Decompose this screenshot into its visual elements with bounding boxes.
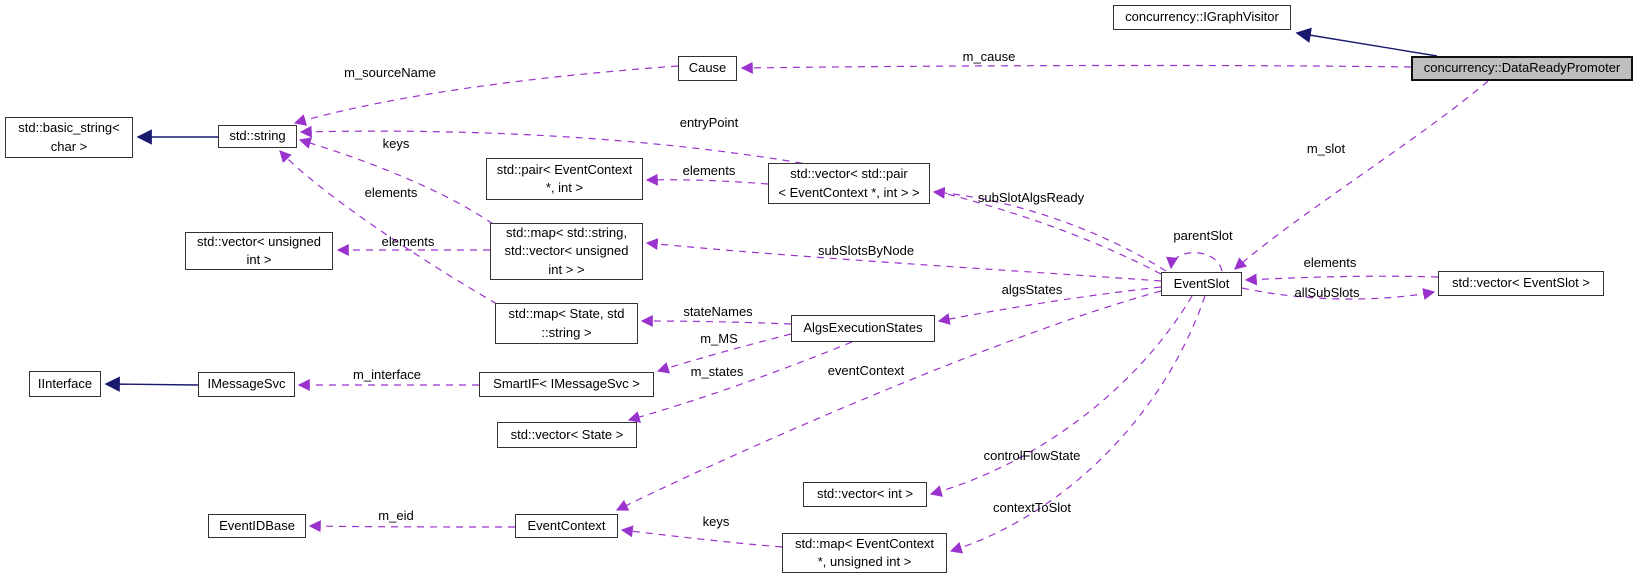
edge-entrypoint bbox=[299, 125, 1162, 275]
edge-inherit-imessagesvc-iinterface bbox=[104, 376, 199, 392]
node-vector-unsigned-int[interactable]: std::vector< unsigned int > bbox=[185, 232, 333, 270]
edge-label-m-sourcename: m_sourceName bbox=[344, 65, 436, 80]
edge-m-ms bbox=[656, 333, 792, 374]
node-std-basic-string[interactable]: std::basic_string< char > bbox=[5, 117, 133, 158]
edge-elements-vector-pair bbox=[645, 173, 769, 186]
edge-elements-map-state-string bbox=[279, 150, 498, 305]
edge-algsstates bbox=[937, 286, 1162, 325]
node-datareadypromoter[interactable]: concurrency::DataReadyPromoter bbox=[1411, 56, 1633, 81]
edge-keys-map-string bbox=[298, 137, 494, 225]
node-eventslot[interactable]: EventSlot bbox=[1161, 272, 1242, 296]
edge-label-keys-map-string: keys bbox=[382, 136, 410, 151]
edge-label-m-states: m_states bbox=[690, 364, 744, 379]
node-smartif-imessagesvc[interactable]: SmartIF< IMessageSvc > bbox=[479, 372, 654, 397]
edge-label-eventcontext: eventContext bbox=[827, 363, 905, 378]
edge-m-states bbox=[627, 341, 853, 423]
edge-label-m-interface: m_interface bbox=[353, 367, 421, 382]
node-vector-pair-eventcontext-int[interactable]: std::vector< std::pair < EventContext *,… bbox=[768, 163, 930, 204]
edge-label-allsubslots: allSubSlots bbox=[1294, 285, 1360, 300]
edge-keys-map-eventcontext bbox=[620, 525, 783, 548]
node-map-eventcontext-unsigned[interactable]: std::map< EventContext *, unsigned int > bbox=[782, 533, 947, 573]
node-igraphvisitor[interactable]: concurrency::IGraphVisitor bbox=[1113, 5, 1291, 30]
node-std-pair-eventcontext-int[interactable]: std::pair< EventContext *, int > bbox=[486, 158, 643, 200]
edge-label-elements-vector-unsigned: elements bbox=[381, 234, 435, 249]
edge-allsubslots bbox=[1241, 287, 1436, 300]
edge-label-statenames: stateNames bbox=[683, 304, 753, 319]
edge-subslotalgsready bbox=[932, 186, 1167, 272]
edge-label-algsstates: algsStates bbox=[1001, 282, 1063, 297]
node-eventcontext[interactable]: EventContext bbox=[515, 514, 618, 538]
node-vector-state[interactable]: std::vector< State > bbox=[497, 422, 637, 448]
edge-label-controlflowstate: controlFlowState bbox=[983, 448, 1081, 463]
node-cause[interactable]: Cause bbox=[678, 56, 737, 81]
edge-label-m-cause: m_cause bbox=[962, 49, 1016, 64]
edge-m-slot bbox=[1234, 80, 1489, 270]
edge-m-eid bbox=[308, 520, 516, 533]
edge-label-subslotsbynode: subSlotsByNode bbox=[817, 243, 915, 258]
node-vector-eventslot[interactable]: std::vector< EventSlot > bbox=[1438, 271, 1604, 296]
edge-inherit-drp-igraphvisitor bbox=[1295, 27, 1438, 57]
node-iinterface[interactable]: IInterface bbox=[29, 371, 101, 397]
node-imessagesvc[interactable]: IMessageSvc bbox=[198, 372, 295, 397]
edge-label-subslotalgsready: subSlotAlgsReady bbox=[977, 190, 1085, 205]
node-map-string-vector-unsigned[interactable]: std::map< std::string, std::vector< unsi… bbox=[490, 223, 643, 280]
edge-label-parentslot: parentSlot bbox=[1173, 228, 1233, 243]
edge-label-keys-map-eventcontext: keys bbox=[702, 514, 730, 529]
edge-m-cause bbox=[740, 61, 1412, 74]
edge-parentslot-loop bbox=[1166, 252, 1223, 272]
edge-label-m-slot: m_slot bbox=[1306, 141, 1346, 156]
node-std-string[interactable]: std::string bbox=[218, 125, 297, 148]
edge-contexttoslot bbox=[949, 295, 1206, 554]
edge-m-sourcename bbox=[293, 65, 679, 126]
edge-statenames bbox=[640, 315, 792, 328]
edge-label-elements-eventslot: elements bbox=[1303, 255, 1357, 270]
edge-label-m-ms: m_MS bbox=[700, 331, 738, 346]
edge-elements-vector-eventslot bbox=[1244, 273, 1439, 286]
edge-label-m-eid: m_eid bbox=[378, 508, 414, 523]
node-vector-int[interactable]: std::vector< int > bbox=[803, 482, 927, 507]
node-map-state-string[interactable]: std::map< State, std ::string > bbox=[495, 303, 638, 344]
edge-label-contexttoslot: contextToSlot bbox=[992, 500, 1072, 515]
edge-subslotsbynode bbox=[645, 238, 1162, 282]
edge-label-entrypoint: entryPoint bbox=[679, 115, 739, 130]
edge-controlflowstate bbox=[929, 295, 1193, 497]
node-algsexecutionstates[interactable]: AlgsExecutionStates bbox=[791, 315, 935, 342]
edge-label-elements-std-pair: elements bbox=[682, 163, 736, 178]
node-eventidbase[interactable]: EventIDBase bbox=[208, 514, 306, 538]
edge-label-elements-map-state: elements bbox=[364, 185, 418, 200]
